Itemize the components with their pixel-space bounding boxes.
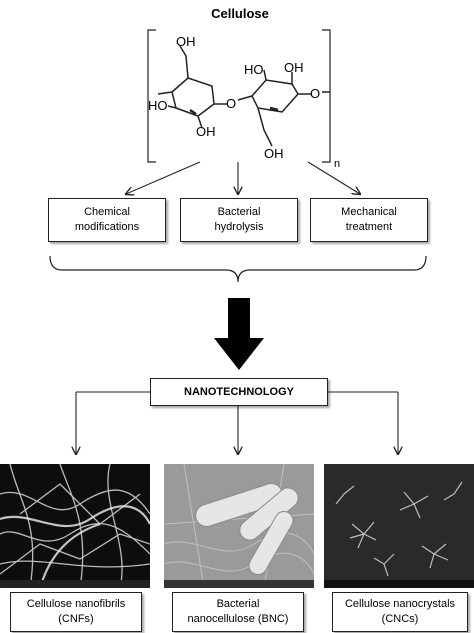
group-label: O: [310, 86, 321, 101]
diagram-title: Cellulose: [211, 6, 269, 21]
bnc-micrograph: [164, 464, 314, 588]
process-label: Chemical modifications: [74, 206, 140, 233]
process-label: Mechanical treatment: [341, 206, 397, 233]
caption-box-cnf: Cellulose nanofibrils (CNFs): [10, 592, 142, 632]
process-box-bacterial: Bacterial hydrolysis: [180, 198, 298, 242]
caption-box-cnc: Cellulose nanocrystals (CNCs): [332, 592, 468, 632]
product-label: Cellulose nanofibrils (CNFs): [26, 598, 126, 625]
cellulose-structure: [157, 45, 330, 147]
group-label: OH: [284, 60, 304, 75]
grouping-brace: [49, 255, 427, 283]
branch-arrows: [76, 391, 398, 454]
cnf-micrograph: [0, 464, 150, 588]
big-down-arrow: [214, 298, 264, 370]
caption-box-bnc: Bacterial nanocellulose (BNC): [172, 592, 304, 632]
group-label: HO: [244, 62, 264, 77]
group-label: HO: [148, 98, 168, 113]
product-label: Bacterial nanocellulose (BNC): [187, 598, 289, 625]
cnc-micrograph: [324, 464, 474, 588]
process-label: Bacterial hydrolysis: [214, 206, 264, 233]
polymer-brackets: [147, 29, 331, 163]
group-label: OH: [264, 146, 284, 161]
structure-arrows: [126, 161, 360, 194]
repeat-index: n: [334, 158, 341, 170]
process-box-chemical: Chemical modifications: [48, 198, 166, 242]
nanotechnology-box: NANOTECHNOLOGY: [150, 378, 328, 406]
nanotechnology-label: NANOTECHNOLOGY: [184, 385, 294, 398]
product-label: Cellulose nanocrystals (CNCs): [344, 598, 456, 625]
group-label: OH: [196, 124, 216, 139]
group-label: OH: [176, 34, 196, 49]
process-box-mechanical: Mechanical treatment: [310, 198, 428, 242]
group-label: O: [226, 96, 237, 111]
